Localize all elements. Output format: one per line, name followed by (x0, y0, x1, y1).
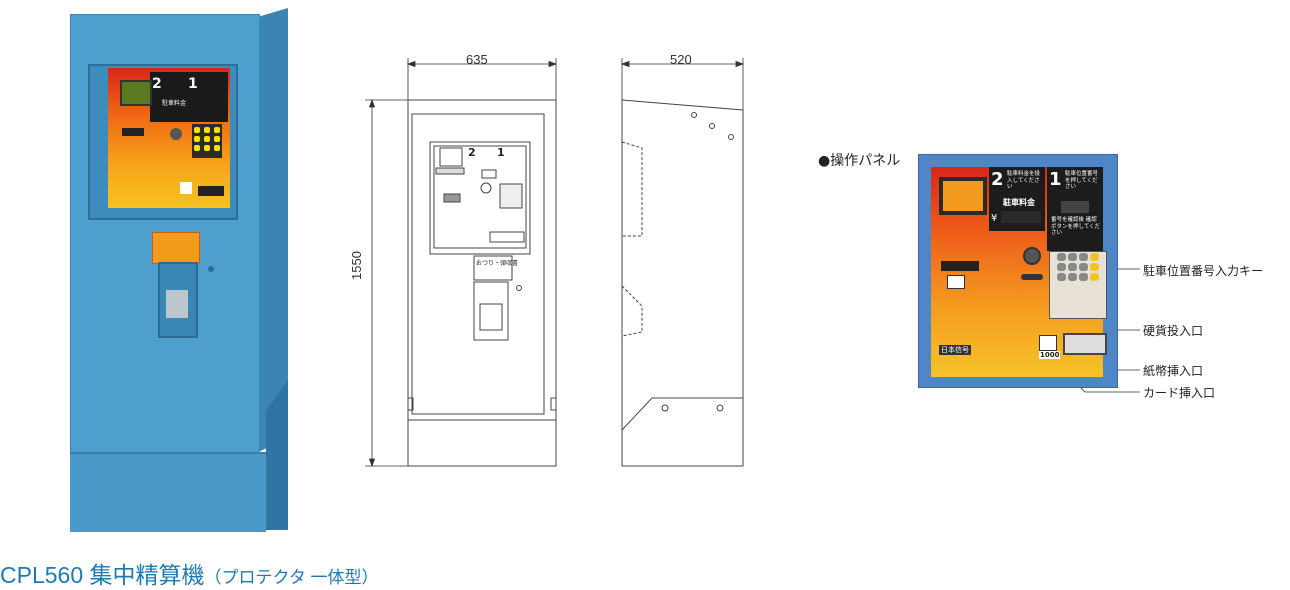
machine-step1: 1 (188, 76, 198, 92)
panel-yen: ¥ (991, 213, 998, 224)
panel-step2-number: 2 (991, 169, 1004, 190)
side-view (621, 99, 744, 467)
panel-maker: 日本信号 (939, 345, 971, 355)
machine-base-side (266, 380, 288, 530)
keypad-key[interactable] (1079, 263, 1088, 271)
depth-dimension (620, 58, 745, 110)
height-dimension (365, 98, 408, 468)
keypad-key[interactable] (1068, 263, 1077, 271)
machine-base (70, 452, 266, 532)
machine-card-slot (122, 128, 144, 136)
machine-side (258, 8, 288, 452)
panel-card-slot[interactable] (941, 261, 979, 271)
bill-icon (1039, 335, 1057, 351)
keypad-key[interactable] (1057, 273, 1066, 281)
keypad-key[interactable] (1090, 253, 1099, 261)
keypad-key[interactable] (1057, 253, 1066, 261)
panel-step1-text: 駐車位置番号を押してください (1065, 171, 1099, 191)
machine-coin-slot (170, 128, 182, 140)
keypad-key[interactable] (1079, 253, 1088, 261)
machine-fee-label: 駐車料金 (162, 100, 187, 107)
panel-step2-text: 駐車料金を投入してください (1007, 171, 1041, 191)
machine-change-sticker (152, 232, 200, 264)
key (214, 145, 220, 151)
key (214, 136, 220, 142)
keypad-key[interactable] (1068, 253, 1077, 261)
front-view (407, 99, 557, 467)
depth-value: 520 (670, 52, 692, 67)
operation-panel: 2 駐車料金を投入してください 1 駐車位置番号を押してください 駐車料金 ¥ … (918, 154, 1118, 388)
panel-screen (939, 177, 987, 215)
machine-bill-slot (198, 186, 224, 196)
label-card: カード挿入口 (1143, 386, 1216, 400)
panel-fee-display (1001, 211, 1041, 223)
machine-screen (120, 80, 152, 106)
panel-bill-slot[interactable] (1063, 333, 1107, 355)
panel-step1-number: 1 (1049, 169, 1062, 190)
panel-keypad[interactable] (1057, 253, 1099, 281)
key (214, 127, 220, 133)
front-step1: 1 (497, 146, 505, 159)
front-change-label: おつり・領収書 (476, 260, 519, 267)
keypad-key[interactable] (1090, 263, 1099, 271)
keypad-key[interactable] (1090, 273, 1099, 281)
label-keypad: 駐車位置番号入力キー (1143, 264, 1264, 278)
key (204, 127, 210, 133)
panel-confirm-text: 番号を確認後 確認 ボタンを押してください (1051, 217, 1101, 237)
panel-fee-label: 駐車料金 (1003, 198, 1035, 207)
width-dimension (406, 58, 558, 100)
operation-panel-title: ●操作パネル (818, 153, 901, 169)
width-value: 635 (466, 52, 488, 67)
panel-position-display (1061, 201, 1089, 213)
product-subtitle: （プロテクタ 一体型） (204, 568, 379, 587)
panel-coin-slot[interactable] (1023, 247, 1041, 265)
machine-panel-header (150, 72, 228, 122)
keypad-key[interactable] (1079, 273, 1088, 281)
product-caption: CPL560 集中精算機（プロテクタ 一体型） (0, 556, 379, 590)
machine-change-tray (166, 290, 188, 318)
panel-bill-label: 1000 (1039, 351, 1061, 359)
product-model: CPL560 集中精算機 (0, 562, 205, 588)
machine-keypad-keys (194, 127, 221, 151)
panel-coin-return[interactable] (1021, 274, 1043, 280)
height-value: 1550 (349, 251, 364, 280)
card-icon (947, 275, 965, 289)
machine-bill-icon (180, 182, 192, 194)
key (194, 136, 200, 142)
label-coin: 硬貨投入口 (1143, 324, 1204, 338)
key (204, 145, 210, 151)
machine-step2: 2 (152, 76, 162, 92)
key (194, 127, 200, 133)
keypad-key[interactable] (1057, 263, 1066, 271)
machine-lock (208, 266, 214, 272)
key (194, 145, 200, 151)
key (204, 136, 210, 142)
panel-keypad-area (1049, 251, 1107, 319)
label-bill: 紙幣挿入口 (1143, 364, 1204, 378)
front-step2: 2 (468, 146, 476, 159)
keypad-key[interactable] (1068, 273, 1077, 281)
